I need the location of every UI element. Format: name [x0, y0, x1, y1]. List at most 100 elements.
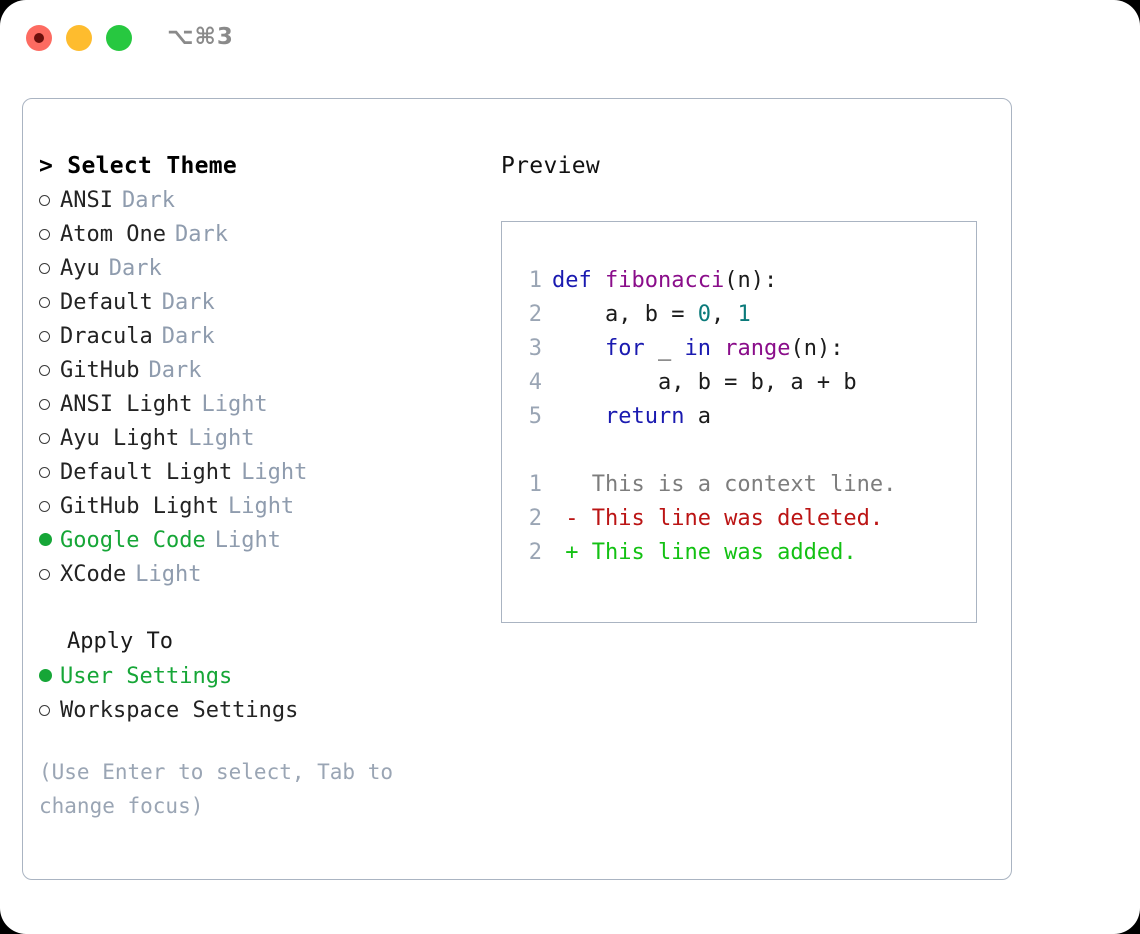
code-token: in [684, 336, 711, 361]
theme-name: XCode [60, 562, 127, 587]
radio-unselected-icon[interactable] [39, 489, 60, 523]
theme-variant-tag: Light [135, 562, 202, 587]
radio-unselected-icon[interactable] [39, 251, 60, 285]
theme-variant-tag: Light [227, 494, 295, 519]
radio-selected-icon[interactable] [39, 523, 60, 557]
diff-line-text: + This line was added. [552, 540, 857, 565]
code-token: , [710, 302, 738, 327]
code-token: (n): [790, 336, 844, 361]
theme-name: Ayu [60, 256, 100, 281]
preview-title: Preview [501, 153, 601, 179]
theme-variant-tag: Dark [174, 222, 228, 247]
theme-list-item[interactable]: Default Light Light [39, 455, 479, 489]
radio-dot [39, 365, 50, 376]
radio-unselected-icon[interactable] [39, 421, 60, 455]
code-token: a [684, 404, 711, 429]
line-number: 1 [528, 268, 542, 293]
radio-dot [39, 399, 50, 410]
theme-picker-header: > Select Theme [39, 153, 238, 179]
theme-list-item[interactable]: Default Dark [39, 285, 479, 319]
code-line: 3 for _ in range(n): [520, 332, 976, 366]
theme-name: Default Light [60, 460, 233, 485]
code-token: a, b = b, a + b [552, 370, 857, 395]
diff-line-text: - This line was deleted. [552, 506, 884, 531]
window-titlebar: ⌥⌘3 [0, 0, 1140, 78]
theme-variant-tag: Dark [161, 290, 215, 315]
keyboard-shortcut-label: ⌥⌘3 [167, 24, 234, 50]
theme-variant-tag: Dark [108, 256, 162, 281]
radio-dot [39, 297, 50, 308]
theme-list-item[interactable]: GitHub Light Light [39, 489, 479, 523]
radio-dot [39, 263, 50, 274]
minimize-button[interactable] [66, 25, 92, 51]
radio-dot [39, 331, 50, 342]
theme-name: Default [60, 290, 153, 315]
code-token: 0 [697, 302, 711, 327]
apply-to-label: Apply To [67, 629, 173, 654]
diff-line: 1 This is a context line. [520, 468, 976, 502]
line-number: 5 [528, 404, 542, 429]
code-token: (n): [724, 268, 778, 293]
theme-list-item[interactable]: Ayu Dark [39, 251, 479, 285]
code-token: for [604, 336, 645, 361]
code-token: _ [644, 336, 685, 361]
theme-name: Dracula [60, 324, 153, 349]
apply-to-option[interactable]: User Settings [39, 659, 479, 693]
theme-list-item[interactable]: XCode Light [39, 557, 479, 591]
theme-list-item[interactable]: Dracula Dark [39, 319, 479, 353]
diff-line: 2 - This line was deleted. [520, 502, 976, 536]
radio-unselected-icon[interactable] [39, 693, 60, 727]
radio-unselected-icon[interactable] [39, 183, 60, 217]
radio-dot [39, 669, 52, 682]
radio-unselected-icon[interactable] [39, 285, 60, 319]
theme-list-item[interactable]: ANSI Light Light [39, 387, 479, 421]
theme-name: ANSI Light [60, 392, 193, 417]
theme-variant-tag: Light [241, 460, 308, 485]
theme-variant-tag: Light [201, 392, 268, 417]
theme-name: Google Code [60, 528, 206, 553]
code-diff-spacer [520, 434, 976, 468]
code-token: return [604, 404, 685, 429]
line-number: 3 [528, 336, 542, 361]
apply-to-option-label: Workspace Settings [60, 698, 299, 723]
theme-name: ANSI [60, 188, 113, 213]
radio-unselected-icon[interactable] [39, 319, 60, 353]
radio-dot [39, 467, 50, 478]
code-token: range [724, 336, 791, 361]
diff-sample: 1 This is a context line.2 - This line w… [520, 468, 976, 570]
diff-line: 2 + This line was added. [520, 536, 976, 570]
theme-variant-tag: Dark [161, 324, 215, 349]
radio-unselected-icon[interactable] [39, 557, 60, 591]
radio-selected-icon[interactable] [39, 659, 60, 693]
code-line: 2 a, b = 0, 1 [520, 298, 976, 332]
radio-unselected-icon[interactable] [39, 455, 60, 489]
line-number: 2 [528, 506, 542, 531]
apply-to-option[interactable]: Workspace Settings [39, 693, 479, 727]
close-button[interactable] [26, 25, 52, 51]
radio-unselected-icon[interactable] [39, 217, 60, 251]
radio-dot [39, 533, 52, 546]
line-number: 2 [528, 302, 542, 327]
radio-dot [39, 433, 50, 444]
code-line: 4 a, b = b, a + b [520, 366, 976, 400]
theme-variant-tag: Dark [148, 358, 202, 383]
radio-unselected-icon[interactable] [39, 353, 60, 387]
maximize-button[interactable] [106, 25, 132, 51]
list-spacer [39, 591, 479, 625]
theme-variant-tag: Light [188, 426, 255, 451]
code-token: def [552, 268, 605, 293]
theme-name: GitHub Light [60, 494, 219, 519]
apply-to-option-label: User Settings [60, 664, 233, 689]
radio-unselected-icon[interactable] [39, 387, 60, 421]
